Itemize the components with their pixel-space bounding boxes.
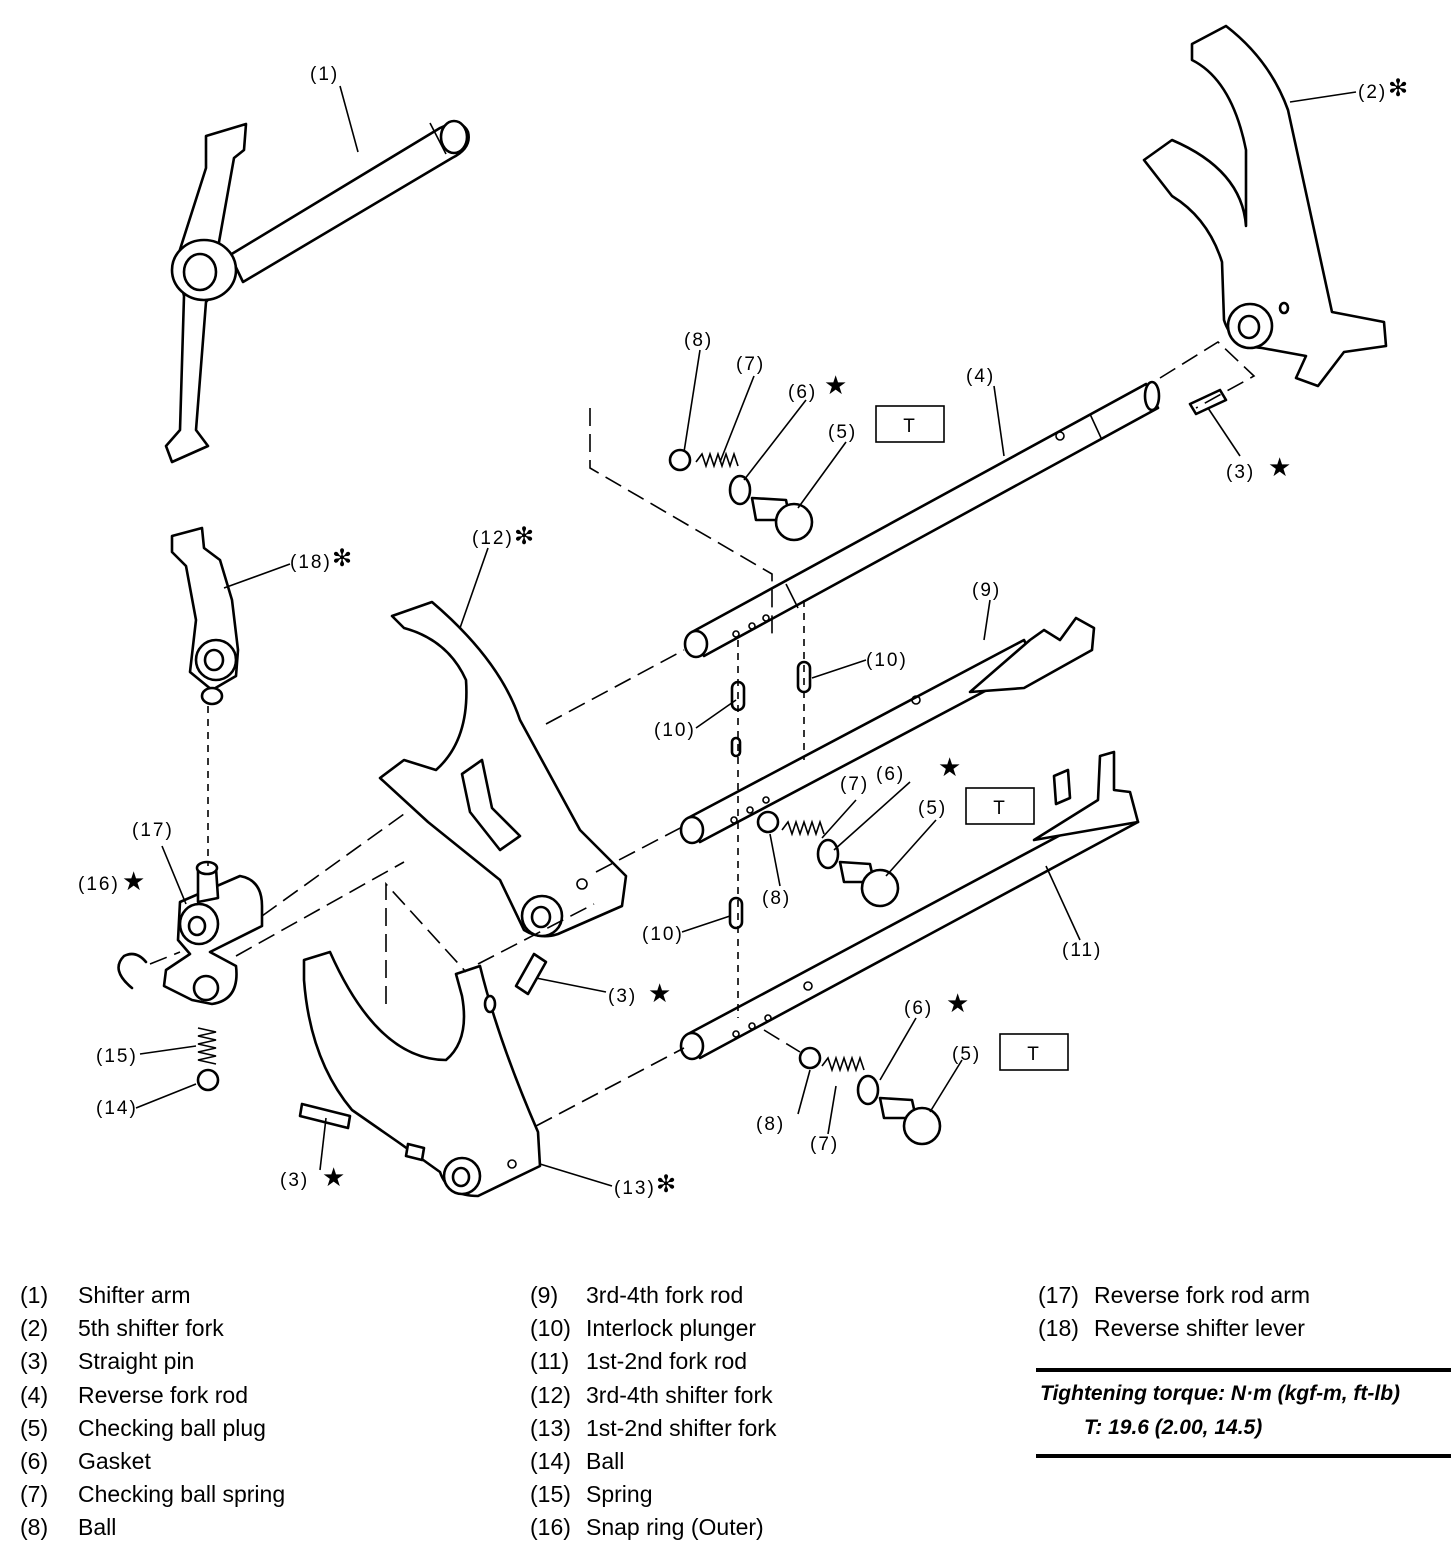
legend-item: (16)Snap ring (Outer) [530, 1514, 764, 1541]
checking-ball-assembly-middle [756, 810, 900, 908]
svg-text:T: T [903, 416, 917, 437]
callout-7-upper: (7) [736, 354, 765, 375]
3rd-4th-fork-rod-part [679, 616, 1096, 845]
callout-10-lower: (10) [642, 924, 684, 945]
legend-item: (18)Reverse shifter lever [1038, 1315, 1305, 1342]
tightening-torque-box: Tightening torque: N·m (kgf-m, ft-lb) T:… [1036, 1368, 1451, 1458]
svg-text:★: ★ [122, 866, 145, 896]
leader-lines [135, 85, 1357, 1187]
reverse-fork-rod-part [683, 380, 1161, 659]
callout-5-upper: (5) [828, 422, 857, 443]
callout-1: (1) [310, 64, 339, 85]
3rd-4th-shifter-fork-part [378, 600, 628, 938]
callout-labels: (1) (2) (4) (8) (7) (6) (5) (3) (18) (12… [78, 64, 1387, 1199]
svg-text:★: ★ [824, 370, 847, 400]
legend-item: (12)3rd-4th shifter fork [530, 1381, 773, 1408]
legend-item: (13)1st-2nd shifter fork [530, 1414, 777, 1441]
reverse-shifter-lever-part [170, 526, 240, 706]
1st-2nd-fork-rod-part [679, 750, 1140, 1061]
svg-text:★: ★ [322, 1162, 345, 1192]
legend-column-3: (17)Reverse fork rod arm (18)Reverse shi… [1038, 1279, 1310, 1345]
callout-2: (2) [1358, 82, 1387, 103]
svg-text:T: T [993, 798, 1007, 819]
legend-item: (9)3rd-4th fork rod [530, 1282, 744, 1308]
callout-5-lower: (5) [952, 1044, 981, 1065]
callout-5-middle: (5) [918, 798, 947, 819]
callout-8-lower: (8) [756, 1114, 785, 1135]
1st-2nd-shifter-fork-part [302, 950, 542, 1198]
callout-10-left: (10) [654, 720, 696, 741]
checking-ball-assembly-lower [798, 1046, 942, 1146]
svg-text:T: T [1027, 1044, 1041, 1065]
legend-item: (1)Shifter arm [20, 1282, 191, 1308]
callout-6-upper: (6) [788, 382, 817, 403]
legend-item: (5)Checking ball plug [20, 1414, 266, 1441]
callout-9: (9) [972, 580, 1001, 601]
svg-text:✻: ✻ [1388, 75, 1408, 102]
star-markers: ★ ★ ★ ★ ★ ★ ★ [122, 370, 1291, 1192]
legend-column-2: (9)3rd-4th fork rod (10)Interlock plunge… [530, 1279, 776, 1545]
legend-item: (2)5th shifter fork [20, 1315, 224, 1342]
checking-ball-assembly-upper [668, 448, 814, 542]
torque-mark-labels: T T T [903, 416, 1041, 1065]
callout-18: (18) [290, 552, 332, 573]
callout-6-middle: (6) [876, 764, 905, 785]
torque-value: T: 19.6 (2.00, 14.5) [1084, 1416, 1263, 1439]
svg-text:✻: ✻ [514, 523, 534, 550]
callout-7-lower: (7) [810, 1134, 839, 1155]
legend-item: (4)Reverse fork rod [20, 1381, 249, 1408]
callout-8-upper: (8) [684, 330, 713, 351]
legend-item: (15)Spring [530, 1481, 653, 1508]
callout-11: (11) [1062, 940, 1102, 961]
callout-14: (14) [96, 1098, 138, 1119]
svg-text:✻: ✻ [656, 1171, 676, 1198]
callout-3-middle: (3) [608, 986, 637, 1007]
exploded-view-diagram: T T T (1) (2) (4) (8) (7) (6) (5) (3) (1… [78, 24, 1408, 1199]
callout-10-right: (10) [866, 650, 908, 671]
legend-column-1: (1)Shifter arm (2)5th shifter fork (3)St… [20, 1279, 285, 1545]
legend-item: (10)Interlock plunger [530, 1315, 757, 1342]
svg-text:★: ★ [946, 988, 969, 1018]
legend-item: (8)Ball [20, 1514, 117, 1541]
reverse-fork-rod-arm-part [162, 860, 264, 1006]
svg-text:✻: ✻ [332, 545, 352, 572]
callout-3-right: (3) [1226, 462, 1255, 483]
legend-item: (11)1st-2nd fork rod [530, 1348, 748, 1375]
5th-shifter-fork-part [1142, 24, 1388, 388]
svg-text:★: ★ [1268, 452, 1291, 482]
torque-title: Tightening torque: N·m (kgf-m, ft-lb) [1040, 1382, 1401, 1405]
callout-13: (13) [614, 1178, 656, 1199]
callout-17: (17) [132, 820, 174, 841]
callout-4: (4) [966, 366, 995, 387]
legend-item: (7)Checking ball spring [20, 1481, 286, 1508]
asterisk-markers: ✻ ✻ ✻ ✻ [332, 75, 1408, 1198]
svg-text:★: ★ [648, 978, 671, 1008]
callout-3-left: (3) [280, 1170, 309, 1191]
callout-12: (12) [472, 528, 514, 549]
legend-item: (6)Gasket [20, 1448, 151, 1475]
svg-text:★: ★ [938, 752, 961, 782]
legend-item: (14)Ball [530, 1448, 625, 1475]
torque-mark-boxes [875, 405, 1069, 1071]
callout-6-lower: (6) [904, 998, 933, 1019]
callout-7-middle: (7) [840, 774, 869, 795]
legend-item: (3)Straight pin [20, 1348, 195, 1375]
legend-item: (17)Reverse fork rod arm [1038, 1282, 1311, 1308]
callout-15: (15) [96, 1046, 138, 1067]
callout-8-middle: (8) [762, 888, 791, 909]
ball-spring-snapring-parts [117, 952, 220, 1092]
callout-16: (16) [78, 874, 120, 895]
shifter-arm-part [164, 119, 470, 464]
assembly-lines [149, 340, 1256, 1127]
